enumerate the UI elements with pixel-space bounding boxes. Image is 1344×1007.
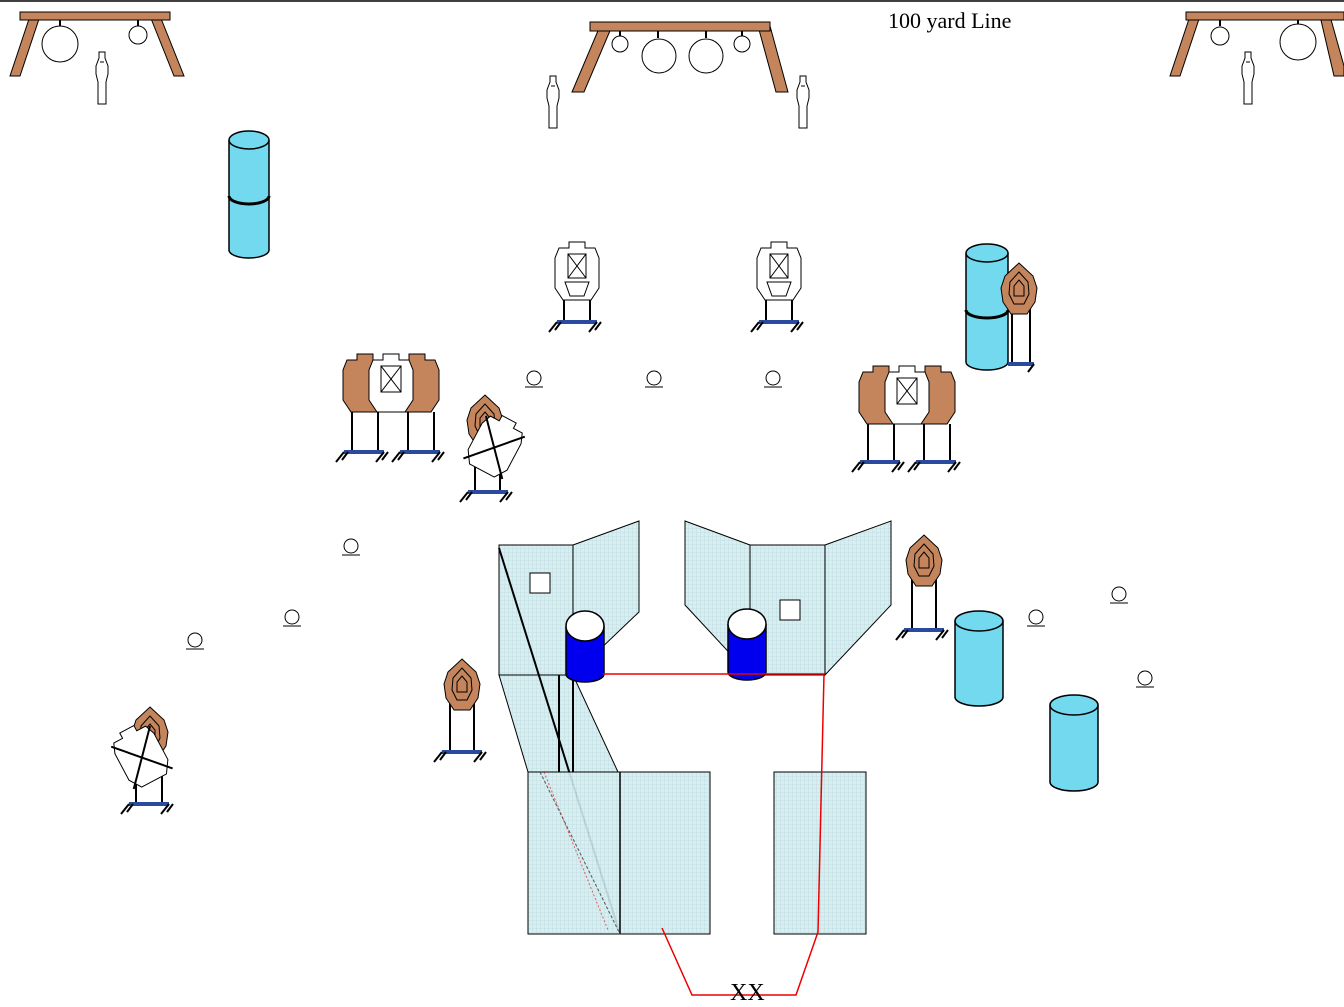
wall-front-left	[527, 771, 711, 935]
barrel-right-1	[954, 610, 1004, 707]
uspsa-target-center-right	[749, 241, 805, 334]
steel-plate-6	[185, 632, 205, 650]
start-position-label: XX	[730, 980, 765, 1006]
barrel-stack-left	[227, 130, 271, 259]
steel-plate-7	[1109, 586, 1129, 604]
steel-plate-8	[1026, 609, 1046, 627]
idpa-target-left-of-walls	[432, 658, 488, 764]
idpa-target-behind-barrels	[1000, 262, 1038, 373]
target-array-right	[850, 365, 962, 474]
steel-plate-1	[524, 370, 544, 388]
steel-plate-3	[763, 370, 783, 388]
mini-popper-2	[546, 75, 560, 129]
steel-plate-9	[1135, 670, 1155, 688]
blue-barrel-right	[727, 608, 767, 681]
steel-rack-left	[9, 11, 185, 77]
range-line-label: 100 yard Line	[888, 8, 1012, 33]
shooting-box-boundary	[543, 673, 825, 996]
steel-plate-2	[644, 370, 664, 388]
uspsa-target-center-left	[547, 241, 603, 334]
mini-popper-4	[1241, 51, 1255, 105]
target-array-left	[334, 353, 446, 464]
steel-rack-right	[1169, 11, 1344, 77]
steel-plate-5	[282, 609, 302, 627]
blue-barrel-left	[565, 610, 605, 683]
steel-plate-4	[341, 538, 361, 556]
barrel-stack-right	[964, 243, 1010, 371]
idpa-target-right-of-walls	[894, 534, 950, 642]
mini-popper-1	[95, 51, 109, 105]
steel-rack-center	[571, 21, 789, 93]
overlap-target-center-left	[458, 394, 530, 504]
mini-popper-3	[796, 75, 810, 129]
wall-structure-right	[684, 520, 892, 677]
overlap-target-far-left	[106, 706, 175, 816]
barrel-right-2	[1049, 694, 1099, 792]
